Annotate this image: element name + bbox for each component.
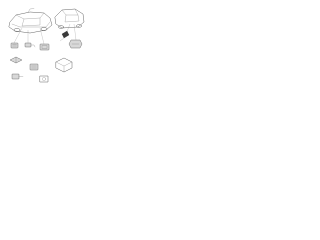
leader-lines [13, 23, 77, 45]
sensor-module [59, 30, 70, 42]
control-unit-left [10, 42, 19, 49]
lower-component-bottom-left [11, 73, 24, 80]
lower-component-bottom-middle [39, 75, 49, 83]
connector-middle [24, 42, 36, 48]
parts-diagram [8, 8, 85, 83]
vehicle-front-view [8, 8, 53, 34]
lower-component-left [9, 56, 23, 64]
lower-component-right [55, 57, 73, 73]
lower-component-middle [29, 63, 39, 71]
bracket-unit-right [68, 39, 83, 49]
control-unit-middle [39, 43, 50, 51]
vehicle-rear-view [54, 8, 85, 29]
